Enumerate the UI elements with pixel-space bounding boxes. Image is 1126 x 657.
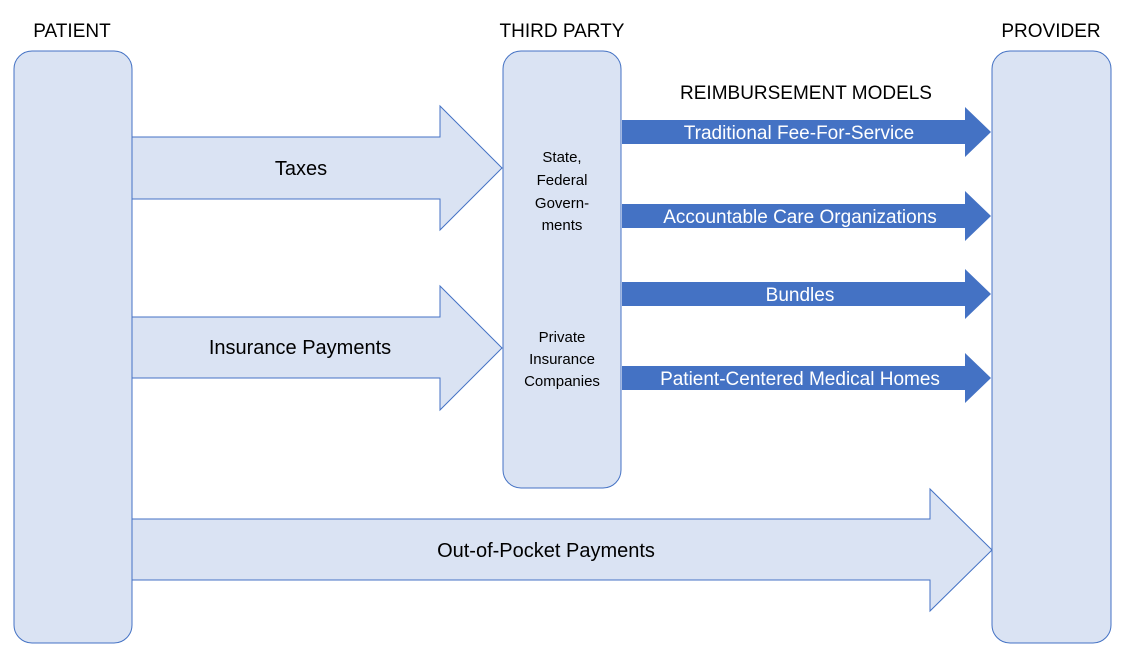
medical-homes-label: Patient-Centered Medical Homes [660, 369, 940, 390]
bundles-arrow [622, 269, 991, 319]
out-of-pocket-arrow [130, 487, 993, 613]
reimbursement-models-heading: REIMBURSEMENT MODELS [680, 83, 932, 104]
government-line: Federal [537, 172, 588, 189]
provider-box [991, 50, 1112, 644]
provider-column-title: PROVIDER [1001, 21, 1100, 42]
third-party-column-title: THIRD PARTY [500, 21, 625, 42]
medical-homes-arrow [622, 353, 991, 403]
government-line: Govern- [535, 195, 589, 212]
fee-for-service-arrow [622, 107, 991, 157]
private-line: Private [539, 329, 586, 346]
private-line: Insurance [529, 351, 595, 368]
third-party-box [502, 50, 622, 489]
bundles-label: Bundles [766, 285, 835, 306]
out-of-pocket-label: Out-of-Pocket Payments [437, 540, 655, 562]
government-line: State, [542, 149, 581, 166]
insurance-payments-label: Insurance Payments [209, 337, 391, 359]
government-line: ments [542, 217, 583, 234]
taxes-label: Taxes [275, 158, 327, 180]
private-line: Companies [524, 373, 600, 390]
taxes-arrow [130, 104, 503, 232]
government-payers-label: State, Federal Govern- ments [535, 149, 589, 234]
patient-box [13, 50, 133, 644]
private-payers-label: Private Insurance Companies [524, 329, 600, 390]
insurance-payments-arrow [130, 284, 503, 412]
accountable-care-arrow [622, 191, 991, 241]
fee-for-service-label: Traditional Fee-For-Service [684, 123, 915, 144]
accountable-care-label: Accountable Care Organizations [663, 207, 937, 228]
patient-column-title: PATIENT [33, 21, 111, 42]
